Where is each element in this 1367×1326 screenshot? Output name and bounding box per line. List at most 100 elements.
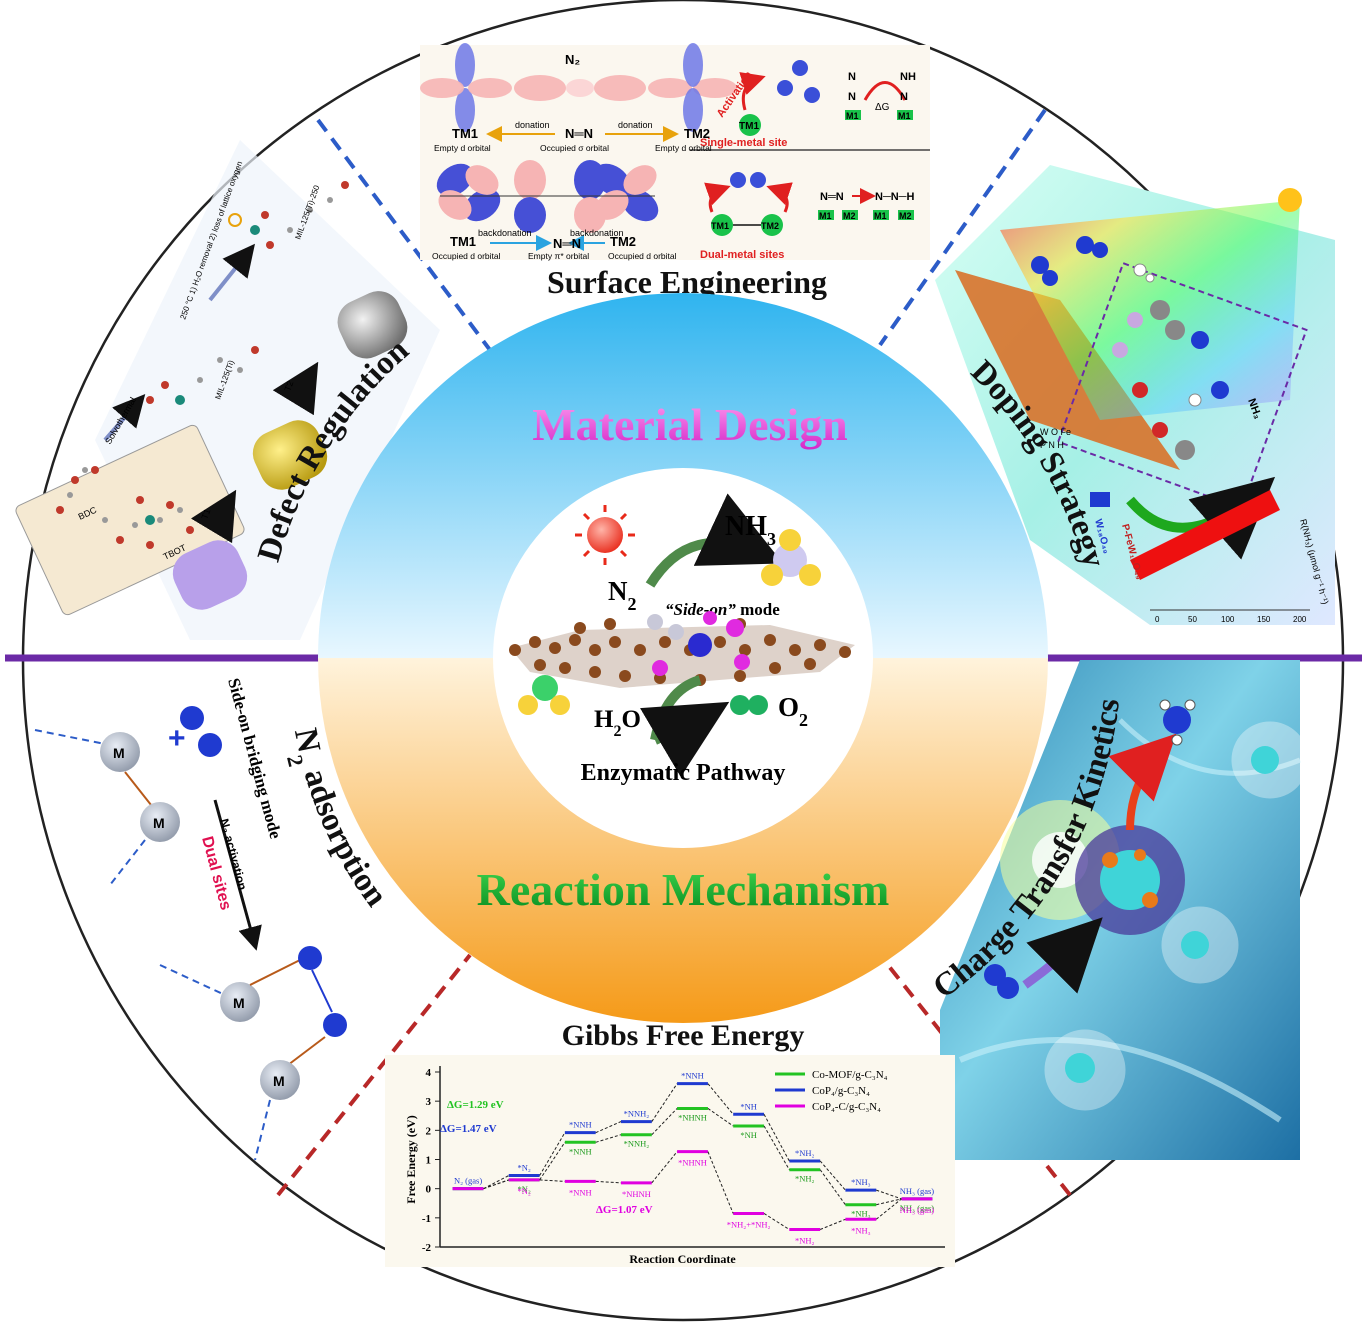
single-site-label: Single-metal site [700, 137, 787, 149]
side-on-label: “Side-on” mode [665, 600, 780, 619]
legend-label-1: CoP₄/g-C₃N₄ [812, 1085, 870, 1097]
m-label-4: M [273, 1073, 285, 1089]
series-2-connector-7 [875, 1198, 902, 1220]
tm1-label-bottom: TM1 [450, 234, 476, 249]
nh3-molecule [1163, 706, 1191, 734]
series-2-label-8: NH₃ (gas) [900, 1205, 935, 1215]
y-tick-label-1: -1 [422, 1213, 431, 1225]
donation-label-2: donation [618, 120, 653, 130]
metal-ball-1 [100, 732, 140, 772]
series-1-label-5: *NH [740, 1101, 757, 1111]
series-2-label-6: *NH₂ [795, 1236, 815, 1246]
series-0-label-8: NH₃ (gas) [900, 1203, 935, 1213]
series-2-label-7: *NH₃ [851, 1225, 871, 1235]
series-1-label-8: NH₃ (gas) [900, 1186, 935, 1196]
n2-molecule-2 [997, 977, 1019, 999]
particle-purple [172, 540, 248, 610]
tm2-label-top: TM2 [684, 126, 710, 141]
doping-tick-0: 0 [1155, 615, 1160, 624]
particle-grey [337, 291, 408, 359]
doping-legend-1: W O Fe [1040, 427, 1071, 437]
h2o-sphere-o [532, 675, 558, 701]
empty-pi-label: Empty π* orbital [528, 251, 589, 261]
n-atom-2 [198, 733, 222, 757]
particle-gold [252, 420, 328, 490]
n-atom-1 [180, 706, 204, 730]
y-tick-label-4: 2 [426, 1125, 432, 1137]
series-1-connector-6 [819, 1160, 846, 1191]
delta-g-annotation-1: ΔG=1.47 eV [440, 1123, 497, 1135]
pfewo-bar [1130, 490, 1280, 580]
doping-tick-100: 100 [1221, 615, 1235, 624]
tm2-label-bottom: TM2 [610, 234, 636, 249]
empty-d-label-2: Empty d orbital [655, 143, 712, 153]
n2-to-nh3-arrow [645, 493, 784, 588]
svg-text:N: N [848, 91, 856, 103]
n-atom-4 [323, 1013, 347, 1037]
metal-ball-2 [140, 802, 180, 842]
svg-text:N: N [848, 71, 856, 83]
series-2-connector-1 [539, 1179, 565, 1182]
m1-label-c: M1 [819, 211, 832, 221]
series-2-connector-0 [483, 1179, 509, 1190]
dual-tm1-label: TM1 [711, 221, 729, 231]
m-label-1: M [113, 745, 125, 761]
svg-text:N═N: N═N [820, 191, 844, 203]
occ-d-label-2: Occupied d orbital [608, 251, 677, 261]
series-1-connector-2 [595, 1121, 622, 1134]
series-2-connector-3 [651, 1151, 678, 1184]
sun-icon [1278, 188, 1302, 212]
m-label-3: M [233, 995, 245, 1011]
t2-label: T2 [282, 379, 295, 392]
catalyst-sheet [955, 270, 1180, 470]
orbital-row-pi [436, 160, 659, 233]
dg-label: ΔG [875, 102, 890, 113]
o2-sphere-1 [730, 695, 750, 715]
m1-label-b: M1 [898, 111, 911, 121]
m2-label-d: M2 [899, 211, 912, 221]
series-2-connector-2 [595, 1180, 621, 1184]
doping-tick-50: 50 [1188, 615, 1197, 624]
metal-ball-4 [260, 1060, 300, 1100]
orbital-row-sigma [420, 43, 737, 132]
series-0-connector-4 [707, 1108, 734, 1127]
tm1-site-ball [739, 114, 761, 136]
svg-text:+: + [168, 722, 186, 755]
gibbs-title: Gibbs Free Energy [562, 1019, 805, 1052]
m-label-2: M [153, 815, 165, 831]
surface-n2-label: N₂ [565, 52, 580, 67]
series-2-label-3: *NHNH [622, 1189, 651, 1199]
series-0-connector-5 [763, 1125, 790, 1170]
y-tick-label-2: 0 [426, 1184, 432, 1196]
reaction-mechanism-title: Reaction Mechanism [477, 864, 890, 915]
series-1-connector-5 [763, 1114, 790, 1162]
series-1-label-1: *N₂ [517, 1163, 530, 1173]
m1-label-d: M1 [874, 211, 887, 221]
charge-transfer-panel [940, 660, 1309, 1160]
mof-cluster [1065, 746, 1279, 1083]
nh3-sphere-n [773, 543, 807, 577]
series-1-label-0: N₂ (gas) [454, 1176, 482, 1186]
series-0-connector-7 [876, 1198, 902, 1206]
series-1-label-4: *NNH [681, 1071, 704, 1081]
series-1-label-2: *NNH [569, 1120, 592, 1130]
series-0-label-7: *NH₃ [851, 1209, 871, 1219]
h2o-center-label: H2O [594, 706, 641, 740]
svg-text:N: N [900, 91, 908, 103]
legend-label-2: CoP₄-C/g-C₃N₄ [812, 1101, 881, 1113]
series-2-connector-6 [819, 1218, 846, 1230]
o2-sphere-2 [748, 695, 768, 715]
tm1-site-label: TM1 [739, 121, 759, 132]
nn-label-bottom: N═N [553, 236, 581, 251]
series-1-connector-3 [651, 1083, 678, 1122]
divider-top-right [878, 108, 1047, 347]
t1-label: T1 [199, 507, 212, 520]
series-0-connector-1 [539, 1142, 566, 1181]
backdonation-label-1: backdonation [478, 228, 532, 238]
svg-text:NH: NH [900, 71, 916, 83]
occ-d-label-1: Occupied d orbital [432, 251, 501, 261]
series-0-label-2: *NNH [569, 1146, 592, 1156]
doping-tick-200: 200 [1293, 615, 1307, 624]
series-2-label-1: *N₂ [517, 1186, 530, 1196]
